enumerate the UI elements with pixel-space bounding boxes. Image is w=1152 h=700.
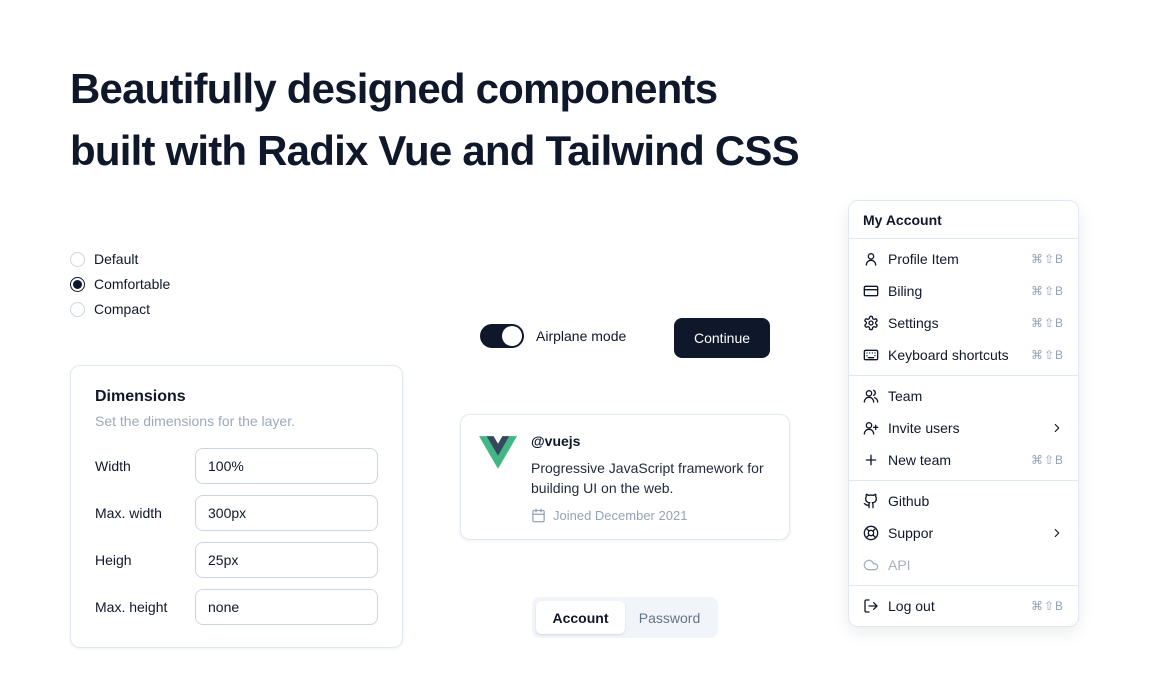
life-buoy-icon — [863, 525, 879, 541]
log-out-icon — [863, 598, 879, 614]
continue-button[interactable]: Continue — [674, 318, 771, 358]
menu-item-shortcut: ⌘⇧B — [1030, 284, 1064, 298]
dimension-row-max-height: Max. height — [95, 589, 378, 625]
profile-description: Progressive JavaScript framework for bui… — [531, 460, 764, 497]
profile-joined-row: Joined December 2021 — [531, 508, 771, 523]
menu-item-support[interactable]: Suppor — [853, 517, 1074, 549]
menu-item-shortcut: ⌘⇧B — [1030, 252, 1064, 266]
page-title-line1: Beautifully designed components — [70, 65, 718, 112]
users-icon — [863, 388, 879, 404]
height-label: Heigh — [95, 552, 132, 568]
menu-item-api[interactable]: API — [853, 549, 1074, 581]
chevron-right-icon — [1050, 526, 1064, 540]
menu-item-shortcut: ⌘⇧B — [1030, 453, 1064, 467]
menu-separator — [849, 480, 1078, 481]
menu-item-label: Settings — [888, 315, 939, 331]
max-height-input[interactable] — [195, 589, 378, 625]
my-account-menu: My Account Profile Item ⌘⇧B Biling ⌘⇧B S… — [848, 200, 1079, 627]
menu-item-label: Profile Item — [888, 251, 959, 267]
radio-selected-dot — [73, 279, 82, 289]
radio-label: Default — [94, 251, 139, 267]
radio-option-comfortable[interactable]: Comfortable — [70, 276, 170, 292]
dimension-row-max-width: Max. width — [95, 495, 378, 531]
cloud-icon — [863, 557, 879, 573]
max-width-label: Max. width — [95, 505, 162, 521]
tab-password[interactable]: Password — [638, 609, 701, 626]
menu-group-profile: Profile Item ⌘⇧B Biling ⌘⇧B Settings ⌘⇧B… — [849, 239, 1078, 375]
gear-icon — [863, 315, 879, 331]
menu-item-shortcut: ⌘⇧B — [1030, 348, 1064, 362]
menu-separator — [849, 238, 1078, 239]
plus-icon — [863, 452, 879, 468]
menu-item-billing[interactable]: Biling ⌘⇧B — [853, 275, 1074, 307]
menu-item-shortcut: ⌘⇧B — [1030, 599, 1064, 613]
radio-option-default[interactable]: Default — [70, 251, 170, 267]
dimensions-card: Dimensions Set the dimensions for the la… — [70, 365, 403, 648]
menu-item-label: Team — [888, 388, 923, 404]
radio-label: Compact — [94, 301, 151, 317]
user-icon — [863, 251, 879, 267]
github-icon — [863, 493, 879, 509]
vue-logo-icon — [479, 436, 517, 469]
menu-item-label: Suppor — [888, 525, 934, 541]
menu-group-logout: Log out ⌘⇧B — [849, 586, 1078, 626]
menu-separator — [849, 585, 1078, 586]
density-radio-group: Default Comfortable Compact — [70, 251, 170, 317]
menu-item-log-out[interactable]: Log out ⌘⇧B — [853, 590, 1074, 622]
menu-item-label: Keyboard shortcuts — [888, 347, 1009, 363]
menu-item-label: New team — [888, 452, 952, 468]
toggle-knob — [502, 326, 522, 346]
dimension-row-height: Heigh — [95, 542, 378, 578]
page-title-line2: built with Radix Vue and Tailwind CSS — [70, 127, 800, 174]
user-plus-icon — [863, 420, 879, 436]
menu-item-github[interactable]: Github — [853, 485, 1074, 517]
dimension-row-width: Width — [95, 448, 378, 484]
profile-joined-text: Joined December 2021 — [553, 507, 688, 523]
menu-group-misc: Github Suppor API — [849, 481, 1078, 585]
width-input[interactable] — [195, 448, 378, 484]
menu-item-settings[interactable]: Settings ⌘⇧B — [853, 307, 1074, 339]
profile-handle: @vuejs — [531, 433, 581, 449]
radio-circle-icon[interactable] — [70, 276, 85, 292]
menu-item-team[interactable]: Team — [853, 380, 1074, 412]
menu-group-team: Team Invite users New team ⌘⇧B — [849, 376, 1078, 480]
airplane-mode-row: Airplane mode — [480, 324, 626, 348]
radio-circle-icon[interactable] — [70, 301, 85, 317]
menu-item-profile[interactable]: Profile Item ⌘⇧B — [853, 243, 1074, 275]
menu-item-label: API — [888, 557, 911, 573]
width-label: Width — [95, 458, 131, 474]
radio-label: Comfortable — [94, 276, 171, 292]
menu-item-shortcut: ⌘⇧B — [1030, 316, 1064, 330]
tab-account[interactable]: Account — [536, 601, 625, 634]
menu-title: My Account — [863, 212, 942, 228]
menu-item-label: Github — [888, 493, 930, 509]
max-height-label: Max. height — [95, 599, 168, 615]
airplane-mode-label: Airplane mode — [536, 328, 627, 344]
radio-option-compact[interactable]: Compact — [70, 301, 170, 317]
menu-item-label: Biling — [888, 283, 923, 299]
profile-card-body: @vuejs Progressive JavaScript framework … — [531, 433, 771, 523]
menu-item-invite-users[interactable]: Invite users — [853, 412, 1074, 444]
height-input[interactable] — [195, 542, 378, 578]
dimensions-card-title: Dimensions — [95, 388, 186, 405]
menu-item-new-team[interactable]: New team ⌘⇧B — [853, 444, 1074, 476]
chevron-right-icon — [1050, 421, 1064, 435]
vuejs-profile-card: @vuejs Progressive JavaScript framework … — [460, 414, 790, 540]
radio-circle-icon[interactable] — [70, 251, 85, 267]
menu-item-keyboard-shortcuts[interactable]: Keyboard shortcuts ⌘⇧B — [853, 339, 1074, 371]
airplane-mode-toggle[interactable] — [480, 324, 524, 348]
menu-item-label: Invite users — [888, 420, 960, 436]
calendar-icon — [531, 508, 546, 523]
dimensions-card-subtitle: Set the dimensions for the layer. — [95, 413, 295, 429]
page-title: Beautifully designed components built wi… — [70, 58, 800, 182]
credit-card-icon — [863, 283, 879, 299]
menu-separator — [849, 375, 1078, 376]
max-width-input[interactable] — [195, 495, 378, 531]
menu-item-label: Log out — [888, 598, 935, 614]
keyboard-icon — [863, 347, 879, 363]
account-password-tabs: Account Password — [532, 597, 718, 638]
